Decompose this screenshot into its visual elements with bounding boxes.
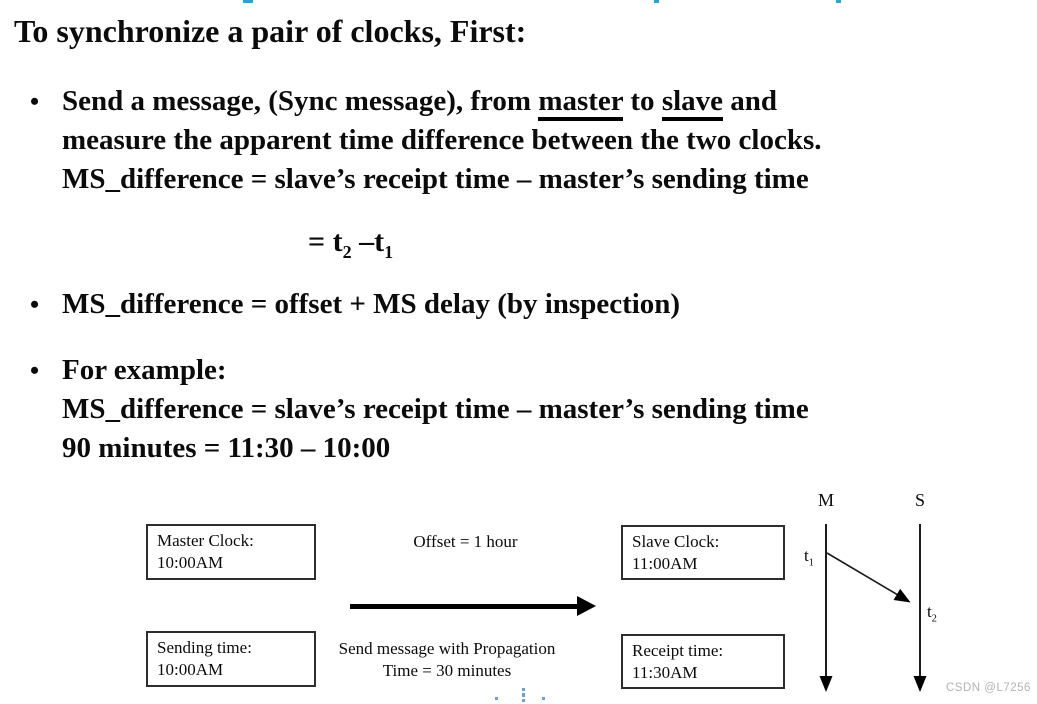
offset-label: Offset = 1 hour	[413, 532, 518, 551]
watermark: CSDN @L7256	[946, 682, 1031, 694]
box-line: Slave Clock:	[632, 532, 720, 551]
text-segment: to	[623, 85, 662, 117]
master-timeline-label: M	[817, 490, 834, 510]
underlined-text: slave	[661, 85, 724, 121]
text-segment: MS_difference = slave’s receipt time – m…	[62, 163, 809, 195]
top-edge-artifact	[654, 0, 659, 3]
text-segment: and	[723, 85, 778, 117]
bottom-edge-artifact	[522, 699, 525, 702]
bullet-sync-message: • Send a message, (Sync message), from m…	[30, 82, 821, 199]
message-label-line: Time = 30 minutes	[382, 661, 512, 680]
bullet-marker: •	[30, 87, 40, 116]
t2-label: t2	[927, 602, 937, 625]
top-edge-artifact	[836, 0, 841, 3]
sync-message-arrow	[826, 552, 911, 603]
text-segment: = t	[308, 225, 343, 258]
receipt-time-box: Receipt time: 11:30AM	[621, 634, 785, 689]
sending-time-box: Sending time: 10:00AM	[146, 631, 316, 687]
bullet-marker: •	[30, 290, 40, 319]
box-line: 11:00AM	[632, 554, 698, 573]
text-segment: 90 minutes = 11:30 – 10:00	[62, 432, 391, 464]
box-line: 11:30AM	[632, 663, 698, 682]
underlined-text: master	[538, 85, 624, 121]
bullet-ms-difference: • MS_difference = offset + MS delay (by …	[30, 285, 680, 324]
slave-clock-box: Slave Clock: 11:00AM	[621, 525, 785, 580]
top-edge-artifact	[243, 0, 253, 3]
text-segment: MS_difference = slave’s receipt time – m…	[62, 393, 809, 425]
bullet-line: measure the apparent time difference bet…	[62, 121, 821, 160]
master-clock-box: Master Clock: 10:00AM	[146, 524, 316, 580]
text-segment: Send a message, (Sync message), from	[62, 85, 539, 117]
bullet-line: MS_difference = offset + MS delay (by in…	[62, 285, 680, 324]
bullet-marker: •	[30, 356, 40, 385]
bullet-for-example: • For example: MS_difference = slave’s r…	[30, 351, 809, 468]
bullet-line: MS_difference = slave’s receipt time – m…	[62, 390, 809, 429]
formula-t2-minus-t1: = t2 –t1	[308, 222, 393, 272]
text-segment: 2	[342, 242, 352, 262]
bottom-edge-artifact	[495, 697, 498, 700]
t1-label: t1	[804, 546, 814, 569]
text-segment: –t	[351, 225, 385, 258]
bottom-edge-artifact	[522, 693, 525, 697]
slave-timeline-label: S	[914, 490, 925, 510]
box-line: 10:00AM	[157, 660, 224, 679]
box-line: 10:00AM	[157, 553, 224, 572]
bullet-line: MS_difference = slave’s receipt time – m…	[62, 160, 821, 199]
text-segment: 1	[384, 242, 394, 262]
bullet-line: For example:	[62, 351, 809, 390]
page-title: To synchronize a pair of clocks, First:	[14, 13, 527, 49]
text-segment: MS_difference = offset + MS delay (by in…	[62, 288, 681, 320]
box-line: Master Clock:	[157, 531, 254, 550]
message-label-line: Send message with Propagation	[338, 639, 556, 658]
text-segment: For example:	[62, 354, 227, 386]
message-label: Send message with Propagation Time = 30 …	[337, 638, 557, 682]
box-line: Receipt time:	[632, 641, 724, 660]
message-arrow	[350, 604, 578, 609]
text-segment: measure the apparent time difference bet…	[62, 124, 822, 156]
box-line: Sending time:	[157, 638, 252, 657]
bullet-line: 90 minutes = 11:30 – 10:00	[62, 429, 809, 468]
bottom-edge-artifact	[542, 697, 545, 700]
bottom-edge-artifact	[522, 688, 525, 691]
bullet-line: Send a message, (Sync message), from mas…	[62, 82, 821, 121]
message-arrow-head	[577, 596, 596, 616]
